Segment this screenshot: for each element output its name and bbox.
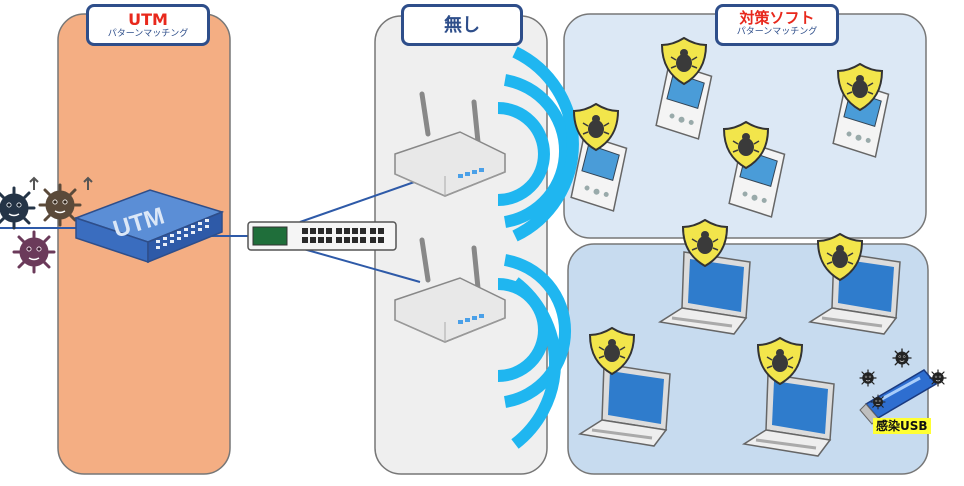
usb-drive-icon <box>859 369 938 425</box>
soft-zone-subtitle: パターンマッチング <box>736 27 818 37</box>
soft-zone-label: 対策ソフト パターンマッチング <box>715 4 839 46</box>
utm-appliance-icon: UTM <box>73 189 225 264</box>
wifi-signal-icon <box>497 46 579 242</box>
none-zone-label: 無し <box>401 4 523 46</box>
wifi-signal-icon <box>497 254 571 449</box>
switch-icon <box>247 221 397 251</box>
none-zone-title: 無し <box>444 15 480 36</box>
virus-icon <box>0 176 93 274</box>
utm-zone-title: UTM <box>128 10 168 29</box>
soft-zone-title: 対策ソフト <box>739 9 815 27</box>
utm-zone-label: UTM パターンマッチング <box>86 4 210 46</box>
switch-router2-line <box>299 247 421 283</box>
utm-zone-subtitle: パターンマッチング <box>107 29 189 39</box>
switch-router1-line <box>299 179 421 223</box>
usb-label: 感染USB <box>873 418 931 435</box>
